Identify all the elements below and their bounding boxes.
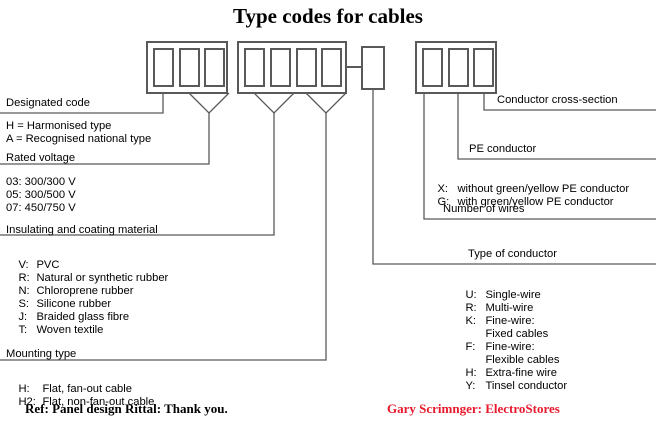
insulating-item-2: N: Chloroprene rubber xyxy=(6,273,133,309)
code-cell-3-3 xyxy=(473,48,494,87)
insulating-item-4-value: Braided glass fibre xyxy=(36,311,130,323)
pe-conductor-item-1-value: with green/yellow PE conductor xyxy=(457,196,614,208)
type-of-conductor-item-6: H: Extra-fine wire xyxy=(453,355,557,391)
pe-conductor-item-0-value: without green/yellow PE conductor xyxy=(457,183,630,195)
insulating-item-5: T: Woven textile xyxy=(6,312,103,348)
insulating-item-0-value: PVC xyxy=(36,259,60,271)
rated-voltage-item-0: 03: 300/300 V xyxy=(6,176,76,188)
reference-credit: Ref: Panel design Rittal: Thank you. xyxy=(25,401,228,416)
designated-code-item-0: H = Harmonised type xyxy=(6,120,112,132)
code-cell-1-3 xyxy=(204,48,225,87)
insulating-item-3-value: Silicone rubber xyxy=(36,298,112,310)
code-cell-2-3 xyxy=(296,48,317,87)
insulating-item-2-value: Chloroprene rubber xyxy=(36,285,134,297)
leader-type-of-conductor xyxy=(372,89,656,265)
designated-code-item-1: A = Recognised national type xyxy=(6,133,152,145)
type-of-conductor-item-7-value: Tinsel conductor xyxy=(485,380,568,392)
number-of-wires-heading: Number of wires xyxy=(443,203,525,215)
insulating-item-4: J: Braided glass fibre xyxy=(6,299,129,335)
mounting-item-1-value: Flat, non-fan-out cable xyxy=(42,396,155,408)
type-of-conductor-item-1-value: Multi-wire xyxy=(485,302,534,314)
leader-pe-conductor xyxy=(457,93,656,160)
rated-voltage-heading: Rated voltage xyxy=(6,152,76,164)
code-cell-1-1 xyxy=(153,48,174,87)
insulating-item-2-key: N: xyxy=(18,285,30,297)
type-of-conductor-item-6-value: Extra-fine wire xyxy=(485,367,557,379)
insulating-item-3-key: S: xyxy=(18,298,30,310)
type-of-conductor-item-7: Y: Tinsel conductor xyxy=(453,368,567,404)
type-of-conductor-item-2-key: K: xyxy=(465,315,477,327)
rated-voltage-item-1: 05: 300/500 V xyxy=(6,189,76,201)
code-group-1-outer xyxy=(146,41,228,94)
code-cell-2-4 xyxy=(321,48,342,87)
conductor-cross-section-heading: Conductor cross-section xyxy=(497,94,618,106)
insulating-item-4-key: J: xyxy=(18,311,28,323)
code-cell-3-2 xyxy=(448,48,469,87)
mounting-item-1-key: H2: xyxy=(18,396,36,408)
pe-conductor-item-0-key: X: xyxy=(437,183,449,195)
code-group-3-outer xyxy=(415,41,497,94)
leader-insulating xyxy=(253,92,295,114)
code-cell-3-1 xyxy=(422,48,443,87)
type-of-conductor-item-0: U: Single-wire xyxy=(453,277,541,313)
insulating-item-1-value: Natural or synthetic rubber xyxy=(36,272,169,284)
leader-mounting-stem xyxy=(0,113,327,361)
type-of-conductor-item-3: Fixed cables xyxy=(453,316,548,352)
leader-insulating-stem xyxy=(0,113,275,236)
pe-conductor-item-1-key: G: xyxy=(437,196,450,208)
type-of-conductor-item-0-value: Single-wire xyxy=(485,289,541,301)
insulating-item-0: V: PVC xyxy=(6,247,59,283)
type-of-conductor-item-4: F: Fine-wire: xyxy=(453,329,535,365)
mounting-item-0-value: Flat, fan-out cable xyxy=(42,383,132,395)
type-of-conductor-item-1: R: Multi-wire xyxy=(453,290,533,326)
pe-conductor-item-1: G: with green/yellow PE conductor xyxy=(425,184,614,220)
type-of-conductor-item-1-key: R: xyxy=(465,302,477,314)
type-of-conductor-item-4-value: Fine-wire: xyxy=(485,341,535,353)
insulating-item-1: R: Natural or synthetic rubber xyxy=(6,260,168,296)
type-of-conductor-item-2: K: Fine-wire: xyxy=(453,303,535,339)
type-of-conductor-item-3-value: Fixed cables xyxy=(485,328,549,340)
pe-conductor-heading: PE conductor xyxy=(469,143,537,155)
insulating-item-1-key: R: xyxy=(18,272,30,284)
code-cell-2-2 xyxy=(270,48,291,87)
pe-conductor-item-0: X: without green/yellow PE conductor xyxy=(425,171,629,207)
leader-designated-code xyxy=(0,93,164,114)
type-of-conductor-item-4-key: F: xyxy=(465,341,476,353)
designated-code-heading: Designated code xyxy=(6,97,90,109)
leader-number-of-wires xyxy=(423,93,656,220)
mounting-item-0-key: H: xyxy=(18,383,30,395)
code-group-single xyxy=(361,46,385,90)
type-of-conductor-item-5: Flexible cables xyxy=(453,342,559,378)
insulating-heading: Insulating and coating material xyxy=(6,224,158,236)
mounting-item-0: H: Flat, fan-out cable xyxy=(6,371,132,407)
insulating-item-3: S: Silicone rubber xyxy=(6,286,111,322)
type-of-conductor-heading: Type of conductor xyxy=(468,248,557,260)
type-of-conductor-item-5-value: Flexible cables xyxy=(485,354,560,366)
insulating-item-0-key: V: xyxy=(18,259,29,271)
author-credit: Gary Scrimnger: ElectroStores xyxy=(387,401,560,416)
type-of-conductor-item-7-key: Y: xyxy=(465,380,476,392)
page-title: Type codes for cables xyxy=(233,4,423,28)
code-cell-2-1 xyxy=(244,48,265,87)
type-of-conductor-item-0-key: U: xyxy=(465,289,477,301)
leader-rated-voltage xyxy=(188,92,230,114)
mounting-item-1: H2: Flat, non-fan-out cable xyxy=(6,384,154,420)
type-of-conductor-item-2-value: Fine-wire: xyxy=(485,315,535,327)
leader-mounting xyxy=(305,92,347,114)
insulating-item-5-value: Woven textile xyxy=(36,324,104,336)
leader-rated-voltage-stem xyxy=(0,113,210,165)
code-cell-1-2 xyxy=(179,48,200,87)
mounting-heading: Mounting type xyxy=(6,348,77,360)
type-of-conductor-item-6-key: H: xyxy=(465,367,477,379)
insulating-item-5-key: T: xyxy=(18,324,28,336)
leader-conductor-cross-section xyxy=(483,93,656,111)
rated-voltage-item-2: 07: 450/750 V xyxy=(6,202,76,214)
